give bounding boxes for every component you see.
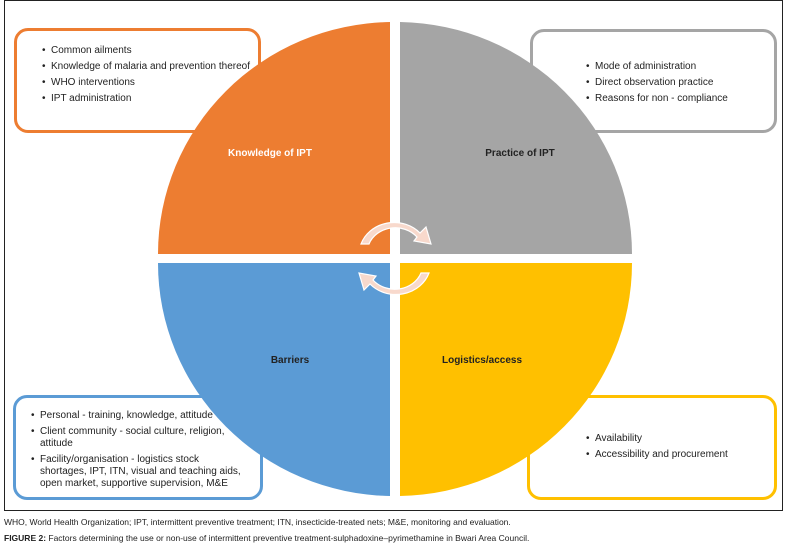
figure-frame <box>4 0 783 511</box>
list-item: Availability <box>586 433 774 445</box>
list-item: Personal - training, knowledge, attitude <box>31 410 245 422</box>
caption-text: Factors determining the use or non-use o… <box>46 533 530 543</box>
caption-label: FIGURE 2: <box>4 533 47 543</box>
quadrant-knowledge <box>158 22 390 254</box>
list-item: Reasons for non - compliance <box>586 93 774 105</box>
list-item: WHO interventions <box>42 77 258 89</box>
list-item: Mode of administration <box>586 61 774 73</box>
quadrant-label-logistics: Logistics/access <box>441 355 523 366</box>
quadrant-label-knowledge: Knowledge of IPT <box>228 148 312 159</box>
quadrant-circle <box>158 22 632 496</box>
list-item: Common ailments <box>42 45 258 57</box>
quadrant-label-barriers: Barriers <box>270 355 310 366</box>
circular-arrows-icon <box>358 221 432 296</box>
figure-caption: FIGURE 2: Factors determining the use or… <box>4 533 529 543</box>
quadrant-barriers <box>158 263 390 496</box>
list-item: Client community - social culture, relig… <box>31 426 245 450</box>
footnote: WHO, World Health Organization; IPT, int… <box>4 517 511 527</box>
list-item: Facility/organisation - logistics stock … <box>31 454 245 490</box>
quadrant-practice <box>400 22 632 254</box>
list-item: IPT administration <box>42 93 258 105</box>
barriers-details-box: Personal - training, knowledge, attitude… <box>13 395 263 500</box>
list-item: Accessibility and procurement <box>586 449 774 461</box>
list-item: Knowledge of malaria and prevention ther… <box>42 61 258 73</box>
quadrant-logistics <box>400 263 632 496</box>
quadrant-label-practice: Practice of IPT <box>485 148 555 159</box>
list-item: Direct observation practice <box>586 77 774 89</box>
